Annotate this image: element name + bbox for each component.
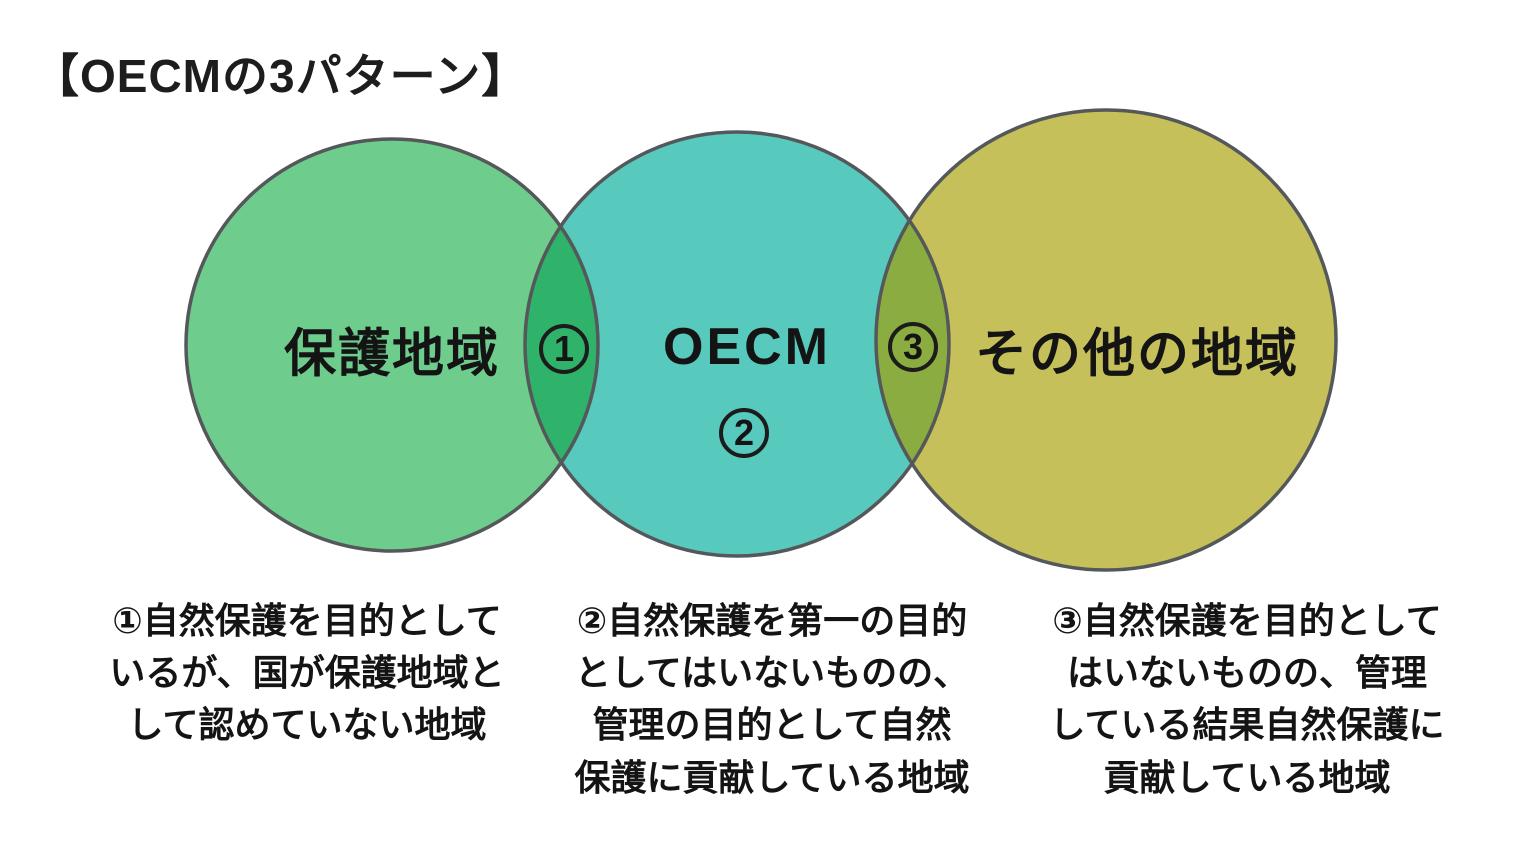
badge-3-circle: 3 (888, 322, 938, 372)
label-protected-area: 保護地域 (283, 325, 501, 384)
badge-1-number: 1 (553, 328, 575, 369)
description-pattern-1: ①自然保護を目的として いるが、国が保護地域と して認めていない地域 (109, 600, 505, 746)
badge-3-number: 3 (902, 326, 924, 367)
label-other-areas: その他の地域 (974, 325, 1300, 384)
badge-2-circle: 2 (719, 408, 769, 458)
label-oecm: OECM (663, 318, 831, 376)
circle-oecm-outline (523, 130, 951, 558)
badge-2-number: 2 (733, 412, 755, 453)
figure-title: 【OECMの3パターン】 (33, 50, 529, 102)
description-pattern-2: ②自然保護を第一の目的 としてはいないものの、 管理の目的として自然 保護に貢献… (574, 600, 970, 798)
circle-protected-area-outline (184, 137, 600, 553)
circle-protected-area-fill (186, 139, 598, 551)
circle-other-areas-fill (876, 110, 1336, 570)
circle-oecm-fill (525, 132, 949, 556)
badge-1-circle: 1 (539, 324, 589, 374)
description-pattern-3: ③自然保護を目的として はいないものの、管理 している結果自然保護に 貢献してい… (1049, 600, 1445, 798)
circle-other-areas-outline (874, 108, 1338, 572)
